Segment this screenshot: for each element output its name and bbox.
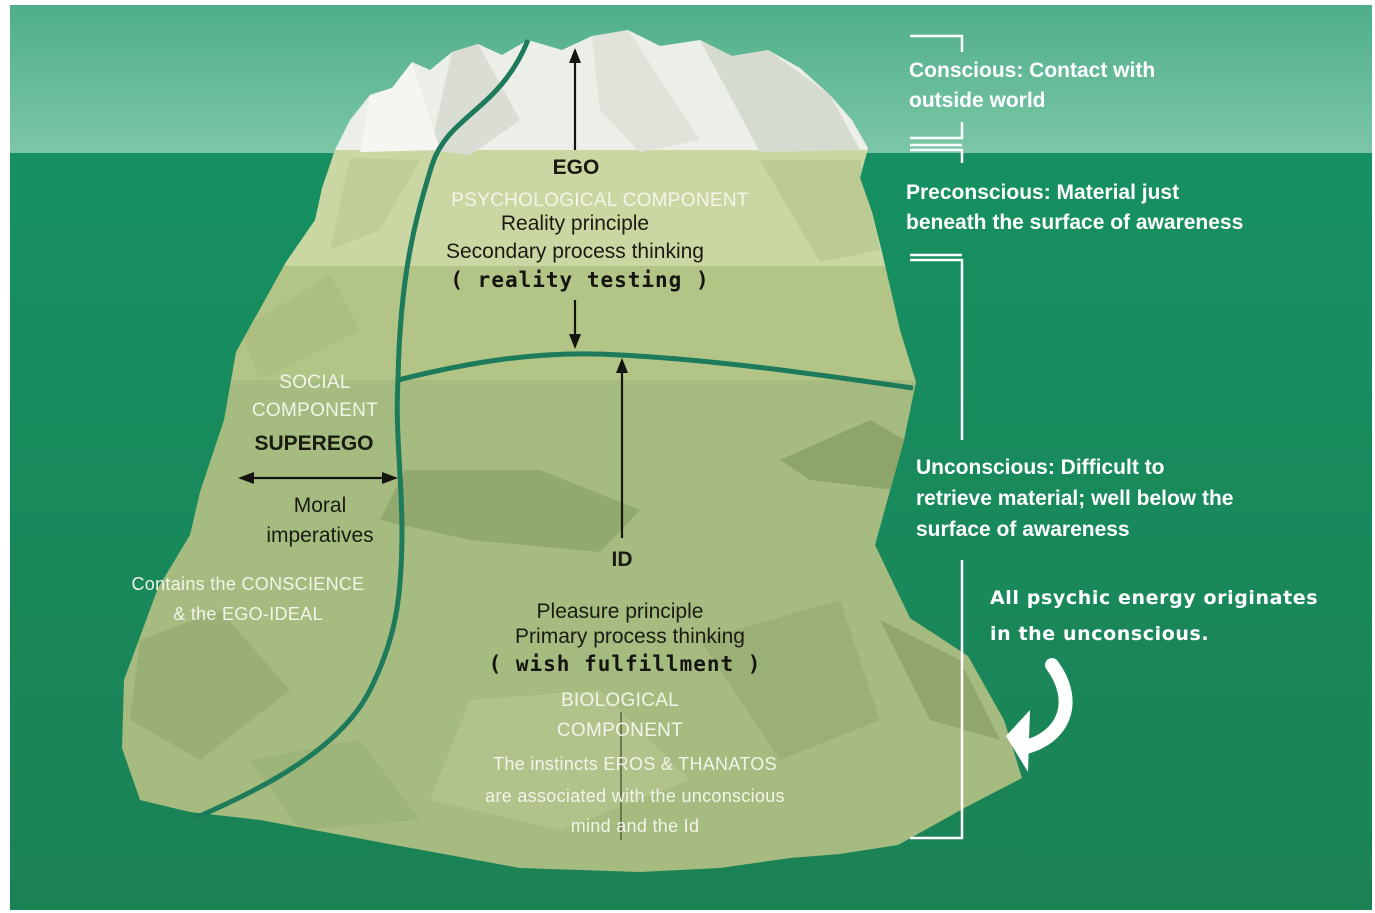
- superego-component-line-2: COMPONENT: [251, 400, 379, 421]
- id-principle: Pleasure principle: [536, 600, 704, 623]
- superego-moral-line-2: imperatives: [266, 524, 374, 547]
- superego-contains-line-1: Contains the CONSCIENCE: [131, 574, 365, 594]
- preconscious-label-line-2: beneath the surface of awareness: [906, 211, 1244, 234]
- id-instincts-line-3: mind and the Id: [570, 816, 700, 836]
- conscious-label-line-1: Conscious: Contact with: [909, 59, 1156, 82]
- unconscious-label-line-3: surface of awareness: [916, 518, 1130, 541]
- ego-principle: Reality principle: [500, 212, 650, 235]
- ego-component-label: PSYCHOLOGICAL COMPONENT: [451, 190, 749, 211]
- ego-thinking: Secondary process thinking: [446, 240, 704, 263]
- energy-note-line-1: All psychic energy originates: [990, 587, 1319, 609]
- unconscious-label-line-2: retrieve material; well below the: [916, 487, 1234, 510]
- preconscious-label-line-1: Preconscious: Material just: [906, 181, 1180, 204]
- superego-title: SUPEREGO: [254, 432, 374, 455]
- id-component-line-2: COMPONENT: [556, 720, 684, 741]
- id-instincts-line-2: are associated with the unconscious: [485, 786, 785, 806]
- superego-contains-line-2: & the EGO-IDEAL: [173, 604, 323, 624]
- ego-reality-testing: ( reality testing ): [450, 268, 710, 292]
- id-component-line-1: BIOLOGICAL: [560, 690, 680, 711]
- curved-arrow-icon: [1006, 658, 1073, 772]
- id-title: ID: [611, 548, 633, 571]
- superego-component-line-1: SOCIAL: [279, 372, 351, 393]
- id-thinking: Primary process thinking: [515, 625, 745, 648]
- superego-moral-line-1: Moral: [293, 494, 347, 517]
- energy-note-line-2: in the unconscious.: [990, 623, 1210, 645]
- ego-title: EGO: [552, 156, 600, 179]
- id-instincts-line-1: The instincts EROS & THANATOS: [493, 754, 777, 774]
- conscious-label-line-2: outside world: [909, 89, 1046, 112]
- unconscious-label-line-1: Unconscious: Difficult to: [916, 456, 1165, 479]
- id-wish-fulfillment: ( wish fulfillment ): [488, 652, 762, 676]
